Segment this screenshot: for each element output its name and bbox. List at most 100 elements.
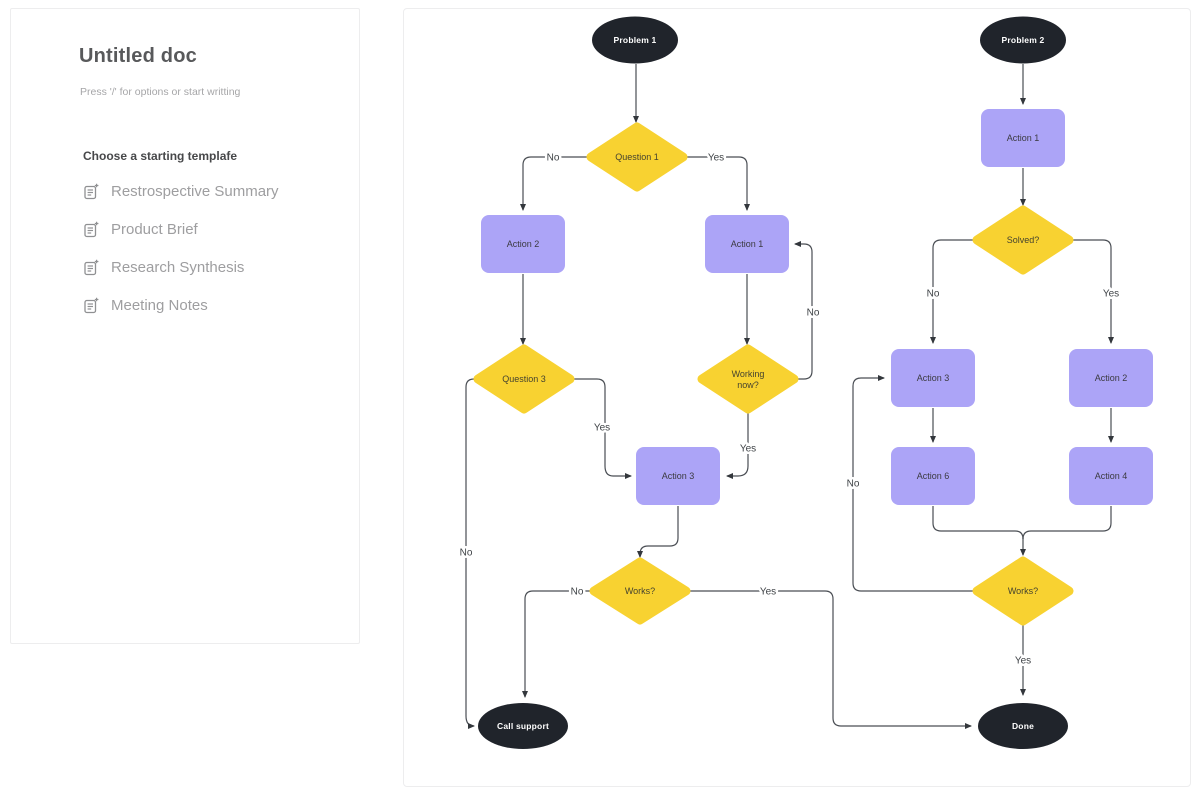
terminator-shape	[980, 16, 1066, 64]
node-label: Problem 2	[1002, 35, 1045, 45]
edge-label: No	[807, 308, 820, 319]
template-item-label: Research Synthesis	[111, 258, 245, 276]
node-action-3[interactable]: Action 3	[636, 447, 720, 505]
decision-shape	[586, 122, 688, 192]
process-shape	[481, 215, 565, 273]
node-works-2[interactable]: Works?	[972, 556, 1074, 626]
node-label: Works?	[625, 586, 655, 596]
template-item-research-synthesis[interactable]: Research Synthesis	[83, 248, 343, 286]
process-shape	[1069, 447, 1153, 505]
node-works-1[interactable]: Works?	[589, 557, 691, 625]
node-call-support[interactable]: Call support	[478, 703, 568, 749]
edge-action3-to-works	[637, 506, 679, 558]
node-question-1[interactable]: Question 1	[586, 122, 688, 192]
template-item-label: Product Brief	[111, 220, 198, 238]
node-label: Works?	[1008, 586, 1038, 596]
edge-label: No	[460, 548, 473, 559]
edge-question1-yes-to-action1	[683, 156, 750, 211]
node-label: Problem 1	[614, 35, 657, 45]
edge-label: Yes	[1015, 656, 1031, 667]
node-problem-2[interactable]: Problem 2	[980, 16, 1066, 64]
edge-label: Yes	[760, 587, 776, 598]
terminator-shape	[478, 703, 568, 749]
template-list: Restrospective Summary Product Brief Res…	[83, 172, 343, 324]
node-action-2-flow2[interactable]: Action 2	[1069, 349, 1153, 407]
node-label: Action 3	[662, 471, 695, 481]
edge-action6-merge	[932, 506, 1024, 540]
process-shape	[891, 349, 975, 407]
new-doc-template-icon	[84, 221, 99, 237]
new-doc-template-icon	[84, 183, 99, 199]
flow-problem-2: No Yes No Yes Problem 2 Action 1 Solved?…	[844, 16, 1153, 749]
edge-works-no-to-callsupport	[522, 590, 594, 698]
doc-title[interactable]: Untitled doc	[79, 45, 197, 67]
edge-solved-yes-to-action2	[1069, 239, 1114, 344]
terminator-shape	[592, 16, 678, 64]
node-label: Action 1	[731, 239, 764, 249]
template-item-label: Meeting Notes	[111, 296, 208, 314]
template-item-product-brief[interactable]: Product Brief	[83, 210, 343, 248]
edge-label: Yes	[1103, 289, 1119, 300]
document-panel: Untitled doc Press '/' for options or st…	[10, 8, 360, 644]
new-doc-template-icon	[84, 259, 99, 275]
node-working-now[interactable]: Working now?	[697, 344, 799, 414]
edge-workingnow-no-to-action1	[794, 241, 813, 380]
edge-works-no-to-action3	[852, 375, 977, 592]
edge-question3-no-to-callsupport	[465, 378, 478, 729]
node-label: Action 2	[507, 239, 540, 249]
templates-heading: Choose a starting templafe	[83, 149, 238, 163]
decision-shape	[972, 556, 1074, 626]
edge-works-yes-to-done	[686, 590, 972, 729]
flow-problem-1: No Yes No Yes Yes No No Yes Problem 1 Qu…	[457, 16, 972, 749]
edge-label: No	[927, 289, 940, 300]
node-problem-1[interactable]: Problem 1	[592, 16, 678, 64]
node-label: Question 3	[502, 374, 546, 384]
template-item-meeting-notes[interactable]: Meeting Notes	[83, 286, 343, 324]
edge-question3-yes-to-action3	[570, 378, 632, 479]
node-label: Solved?	[1007, 235, 1040, 245]
node-action-3-flow2[interactable]: Action 3	[891, 349, 975, 407]
node-action-4[interactable]: Action 4	[1069, 447, 1153, 505]
node-done[interactable]: Done	[978, 703, 1068, 749]
node-label: Question 1	[615, 152, 659, 162]
flowchart-canvas: No Yes No Yes Yes No No Yes Problem 1 Qu…	[457, 16, 1153, 749]
edge-solved-no-to-action3	[930, 239, 977, 344]
node-action-1-flow2[interactable]: Action 1	[981, 109, 1065, 167]
node-label: Action 6	[917, 471, 950, 481]
node-label: Action 3	[917, 373, 950, 383]
process-shape	[891, 447, 975, 505]
node-solved[interactable]: Solved?	[972, 205, 1074, 275]
edge-action4-merge	[1022, 506, 1112, 540]
new-doc-template-icon	[84, 297, 99, 313]
edge-label: No	[571, 587, 584, 598]
node-label: now?	[737, 380, 759, 390]
edge-label: Yes	[740, 444, 756, 455]
decision-shape	[589, 557, 691, 625]
process-shape	[981, 109, 1065, 167]
edge-label: Yes	[594, 423, 610, 434]
decision-shape	[697, 344, 799, 414]
process-shape	[636, 447, 720, 505]
node-label: Action 2	[1095, 373, 1128, 383]
node-label: Done	[1012, 721, 1034, 731]
edge-workingnow-yes-to-action3	[726, 410, 749, 479]
node-action-2[interactable]: Action 2	[481, 215, 565, 273]
edge-question1-no-to-action2	[520, 156, 591, 211]
decision-shape	[473, 344, 575, 414]
flowchart-panel: No Yes No Yes Yes No No Yes Problem 1 Qu…	[403, 8, 1191, 787]
node-label: Action 1	[1007, 133, 1040, 143]
node-label: Working	[732, 369, 765, 379]
node-action-6[interactable]: Action 6	[891, 447, 975, 505]
node-label: Call support	[497, 721, 549, 731]
process-shape	[705, 215, 789, 273]
edge-label: No	[547, 153, 560, 164]
node-label: Action 4	[1095, 471, 1128, 481]
editor-placeholder[interactable]: Press '/' for options or start writting	[80, 86, 241, 98]
node-question-3[interactable]: Question 3	[473, 344, 575, 414]
template-item-label: Restrospective Summary	[111, 182, 279, 200]
decision-shape	[972, 205, 1074, 275]
template-item-retrospective-summary[interactable]: Restrospective Summary	[83, 172, 343, 210]
edge-label: No	[847, 479, 860, 490]
terminator-shape	[978, 703, 1068, 749]
node-action-1[interactable]: Action 1	[705, 215, 789, 273]
